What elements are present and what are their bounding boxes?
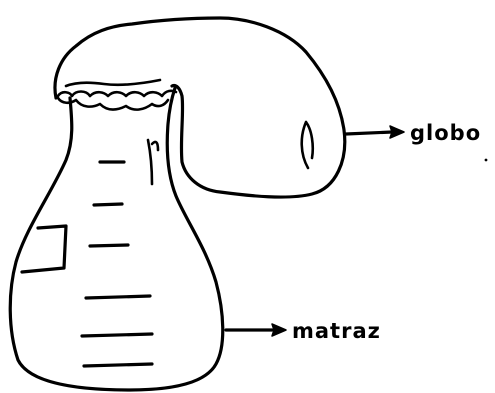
balloon-highlight bbox=[302, 122, 313, 168]
matraz-arrowhead bbox=[272, 324, 286, 336]
globo-label: globo bbox=[410, 121, 481, 145]
flask-rim bbox=[58, 98, 168, 110]
graduation-line bbox=[90, 245, 128, 246]
graduation-line bbox=[86, 296, 150, 298]
graduation-line bbox=[94, 204, 122, 205]
globo-callout: globo bbox=[346, 121, 481, 145]
balloon-neck-ruffle bbox=[66, 80, 160, 86]
flask-outline bbox=[10, 88, 223, 390]
matraz-callout: matraz bbox=[226, 319, 381, 343]
flask-neck-highlight bbox=[148, 140, 158, 184]
stray-dot bbox=[485, 159, 488, 162]
balloon bbox=[55, 18, 345, 197]
balloon-outline bbox=[55, 18, 345, 197]
balloon-neck-ruffle bbox=[58, 91, 176, 96]
matraz-label: matraz bbox=[292, 319, 381, 343]
globo-arrow-line bbox=[346, 132, 392, 134]
graduation-line bbox=[82, 334, 152, 336]
flask bbox=[10, 88, 223, 390]
graduation-line bbox=[84, 364, 152, 366]
globo-arrowhead bbox=[390, 126, 404, 138]
